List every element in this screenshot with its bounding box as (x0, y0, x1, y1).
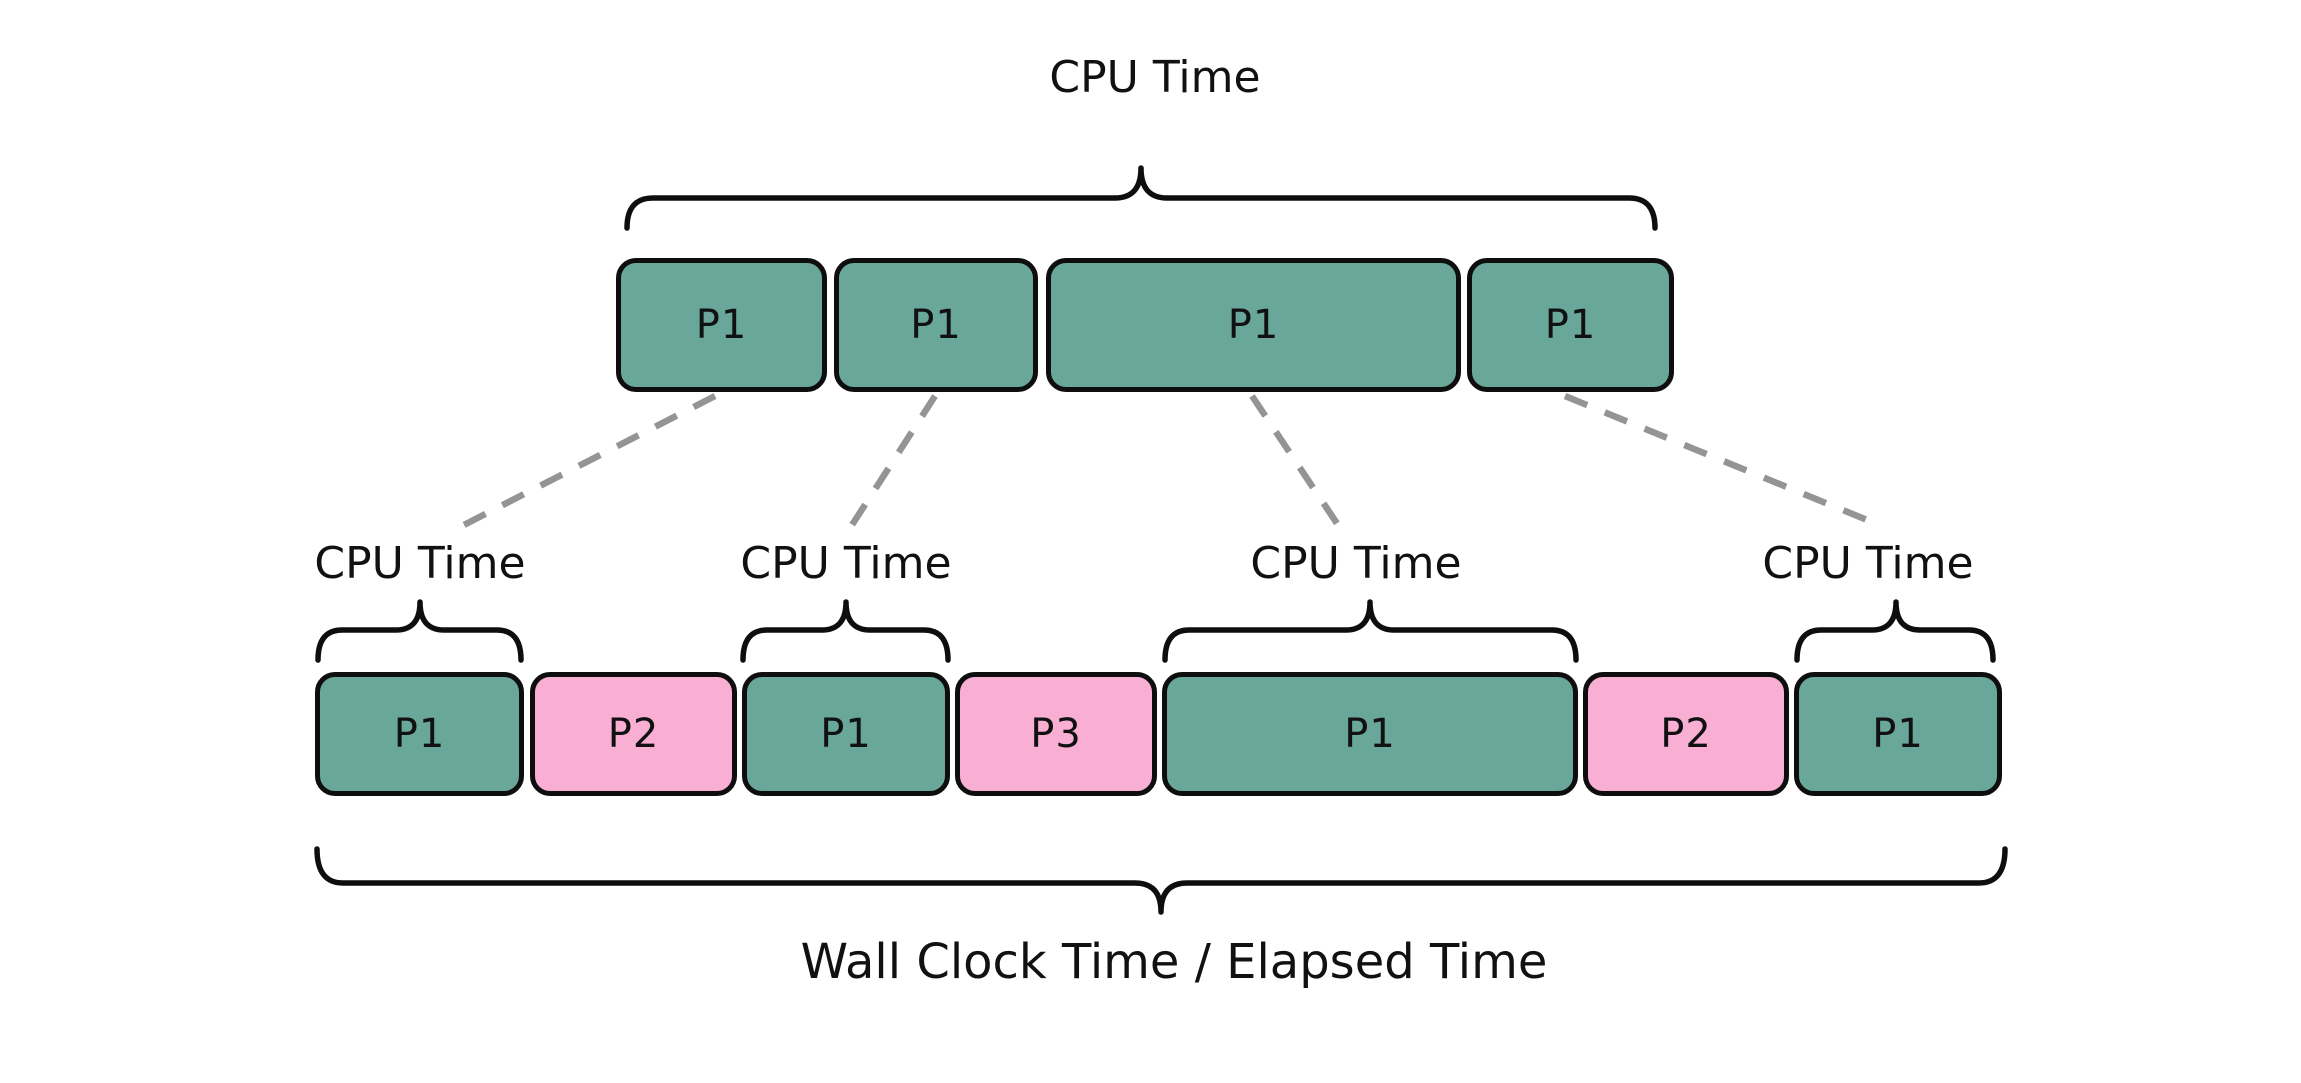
dashed-connector-1 (456, 393, 717, 531)
bottom-block-3-p1: P1 (742, 672, 950, 796)
top-block-2: P1 (834, 258, 1038, 392)
wall-clock-label: Wall Clock Time / Elapsed Time (800, 934, 1548, 990)
dashed-connector-3 (1249, 394, 1343, 530)
cpu-brace-1 (315, 599, 524, 663)
bottom-block-2-p2: P2 (530, 672, 737, 796)
cpu-brace-4 (1794, 599, 1996, 663)
bottom-block-4-p3: P3 (955, 672, 1157, 796)
cpu-brace-2 (740, 599, 951, 663)
wall-clock-brace (314, 846, 2008, 915)
top-block-1: P1 (616, 258, 827, 392)
top-cpu-time-brace (624, 165, 1658, 231)
cpu-time-label-3: CPU Time (1250, 538, 1462, 589)
bottom-block-5-p1: P1 (1162, 672, 1578, 796)
cpu-brace-3 (1162, 599, 1579, 663)
top-block-3: P1 (1046, 258, 1461, 392)
dashed-connector-2 (849, 394, 938, 527)
cpu-time-label-4: CPU Time (1762, 538, 1974, 589)
bottom-block-1-p1: P1 (315, 672, 524, 796)
top-cpu-time-label: CPU Time (1049, 52, 1261, 103)
bottom-block-6-p2: P2 (1583, 672, 1789, 796)
cpu-time-label-2: CPU Time (740, 538, 952, 589)
dashed-connector-4 (1563, 392, 1874, 526)
top-block-4: P1 (1467, 258, 1674, 392)
cpu-time-label-1: CPU Time (314, 538, 526, 589)
bottom-block-7-p1: P1 (1794, 672, 2002, 796)
